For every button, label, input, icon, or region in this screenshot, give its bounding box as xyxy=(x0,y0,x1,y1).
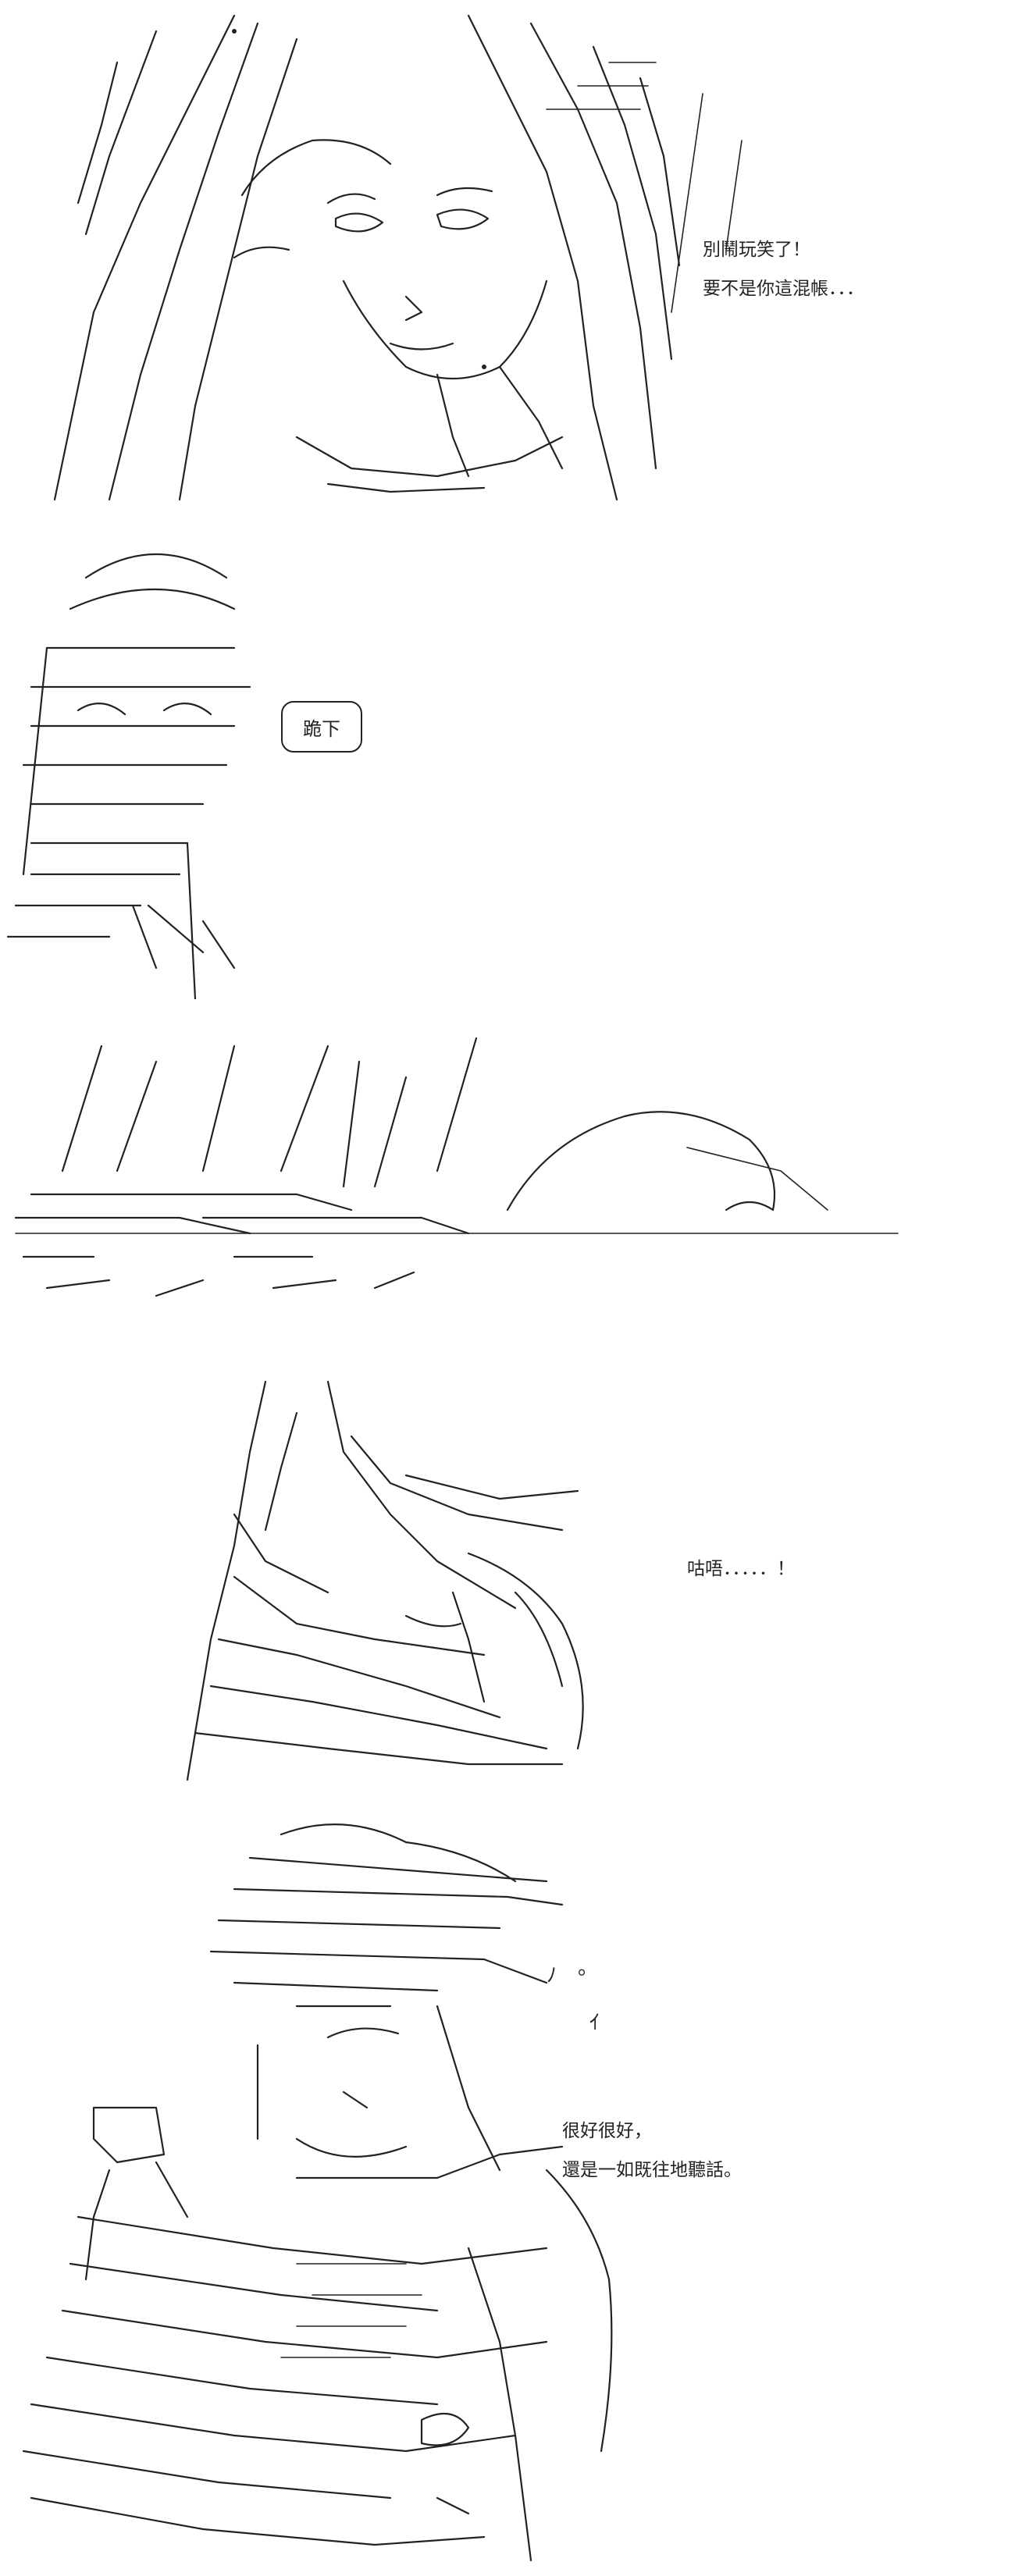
sound-mark: 。 xyxy=(578,1956,599,1980)
panel-2-ascii-art xyxy=(6,553,251,999)
sound-mark: ﾉ xyxy=(547,1964,557,1987)
panel-3-ascii-art xyxy=(14,1037,899,1297)
dialogue-line: 咕唔．．．．．！ xyxy=(687,1559,795,1579)
panel-4: 咕唔．．．．．！ xyxy=(0,1358,1015,1795)
panel-4-ascii-art xyxy=(186,1380,584,1781)
dialogue-line: 別鬧玩笑了！ xyxy=(703,240,810,260)
speech-bubble: 跪下 xyxy=(281,701,362,753)
sound-mark: ｲ xyxy=(589,2011,600,2034)
dialogue-line: 要不是你這混帳．．． xyxy=(703,279,864,299)
panel-2: 跪下 xyxy=(0,531,1015,999)
dialogue-line: 很好很好， xyxy=(562,2121,652,2141)
dialogue-line: 還是一如既往地聽話。 xyxy=(562,2160,742,2180)
panel-5: ﾉ 。 ｲ 很好很好， 還是一如既往地聽話。 xyxy=(0,1811,1015,2576)
panel-3 xyxy=(0,1015,1015,1343)
panel-1: 別鬧玩笑了！ 要不是你這混帳．．． xyxy=(0,0,1015,515)
bubble-text: 跪下 xyxy=(303,717,340,740)
panel-1-ascii-art xyxy=(53,14,743,501)
panel-5-ascii-art xyxy=(22,1823,613,2562)
